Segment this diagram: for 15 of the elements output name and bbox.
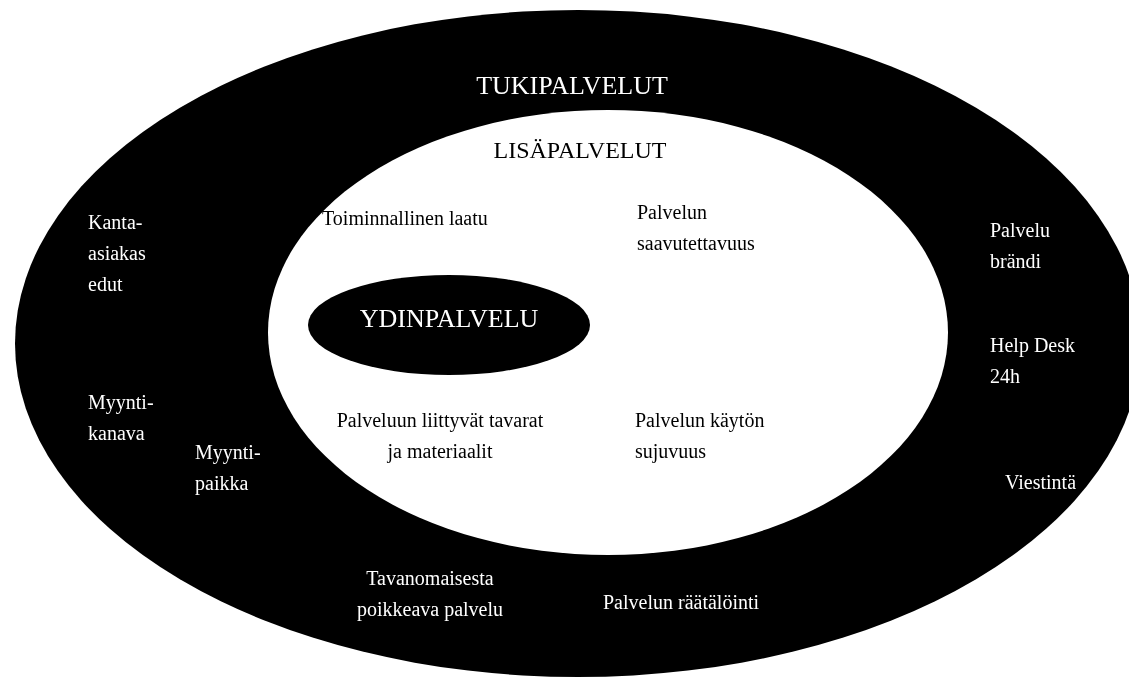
service-label: Palveluun liittyvät tavarat ja materiaalit <box>335 408 545 465</box>
ring-title: TUKIPALVELUT <box>475 70 669 101</box>
service-label: Myynti- kanava <box>88 390 155 446</box>
service-label: Myynti- paikka <box>195 440 262 497</box>
service-label: Help Desk 24h <box>990 333 1076 389</box>
service-label: Viestintä <box>1005 470 1077 495</box>
service-label: Palvelun käytön sujuvuus <box>635 408 766 465</box>
service-label: Tavanomaisesta poikkeava palvelu <box>355 566 505 623</box>
core-title: YDINPALVELU <box>358 303 540 334</box>
service-label: Toiminnallinen laatu <box>322 206 489 231</box>
service-label: Kanta- asiakas edut <box>88 210 147 297</box>
service-label: Palvelun räätälöinti <box>603 590 761 615</box>
ring-title: LISÄPALVELUT <box>492 136 668 165</box>
service-label: Palvelun saavutettavuus <box>637 200 756 256</box>
service-label: Palvelu brändi <box>990 218 1051 274</box>
